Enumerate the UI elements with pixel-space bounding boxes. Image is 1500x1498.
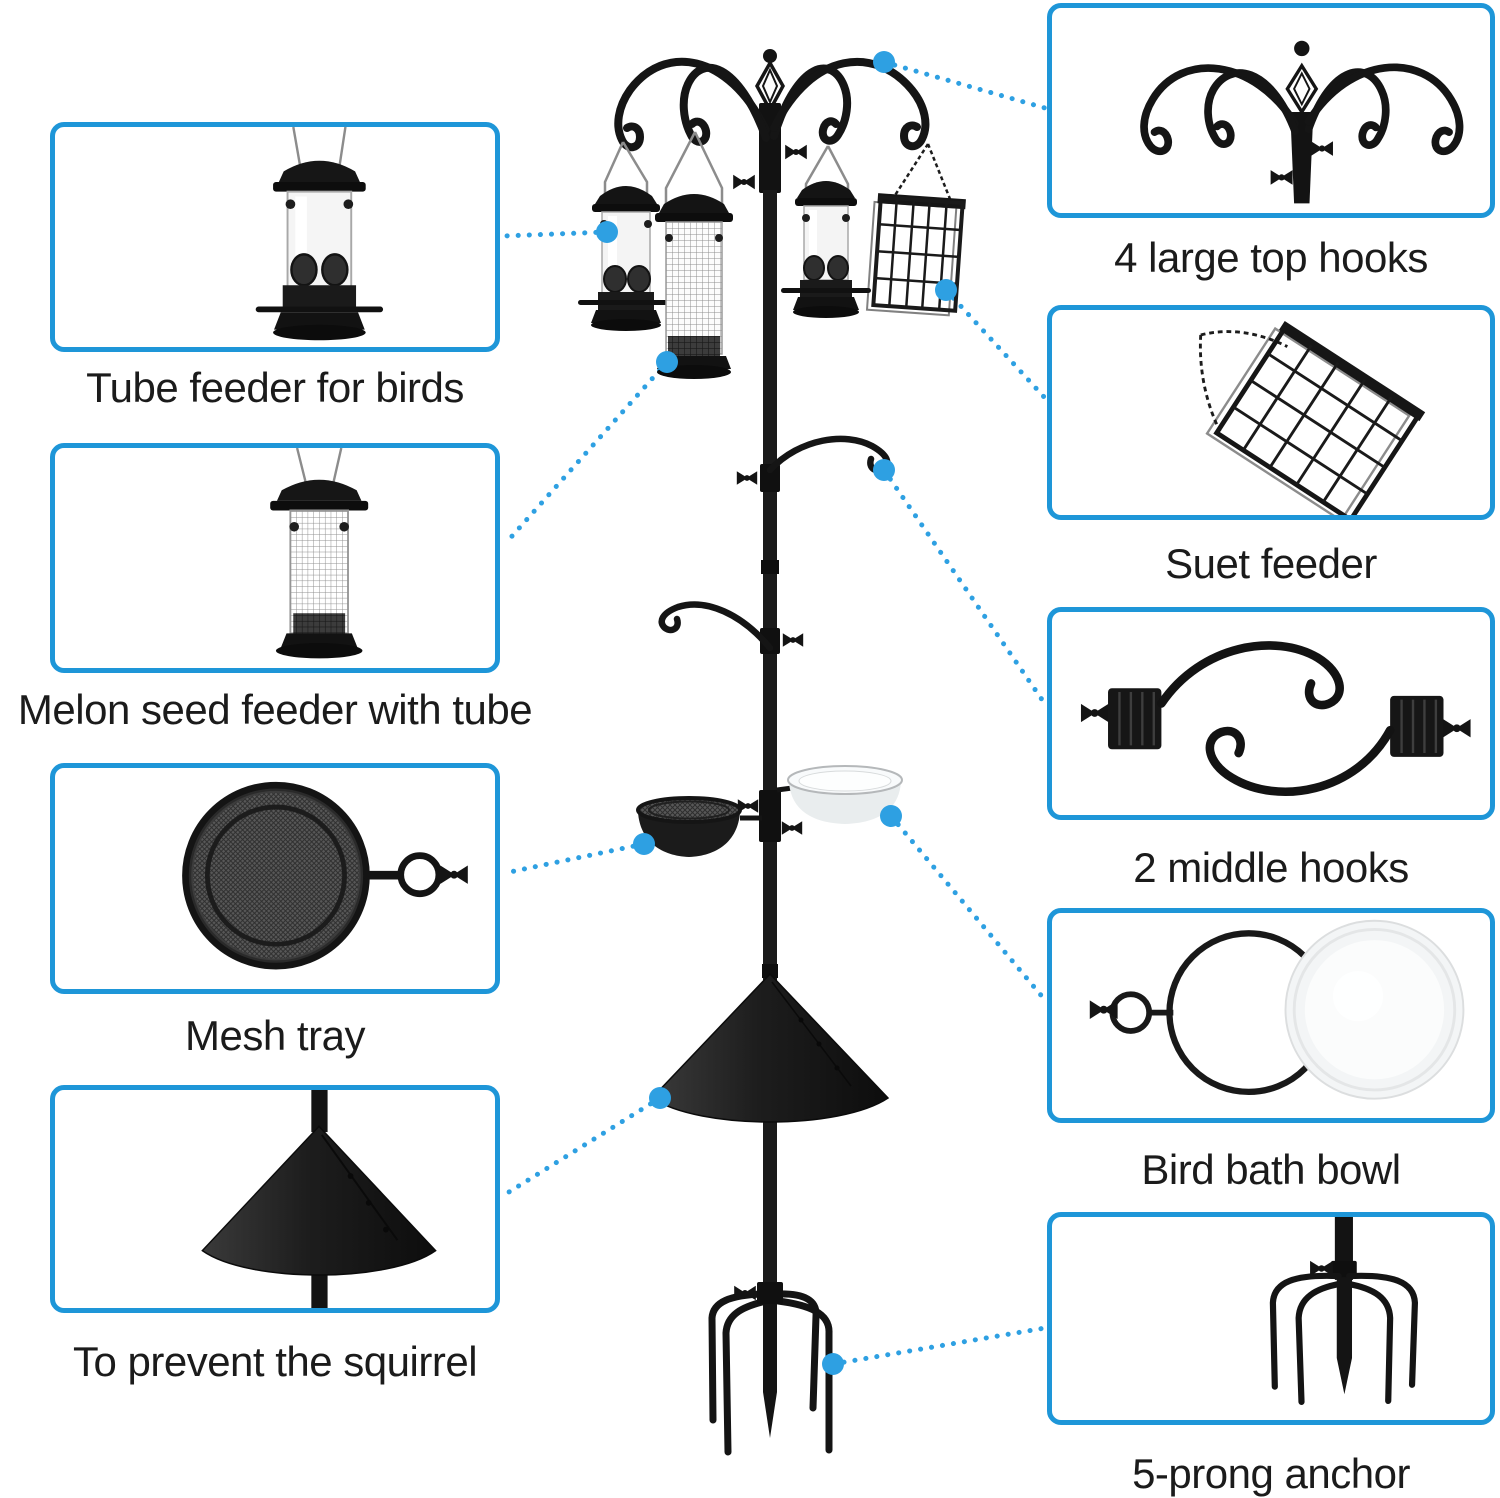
callout-box-melon-seed-feeder <box>50 443 500 673</box>
squirrel-baffle-illustration <box>201 1090 437 1308</box>
bird-bath-bowl-on-pole <box>776 765 903 824</box>
callout-label-melon-seed-feeder: Melon seed feeder with tube <box>17 686 533 733</box>
middle-hook-left <box>658 601 804 654</box>
callout-label-tube-feeder: Tube feeder for birds <box>86 364 464 411</box>
tube-feeder-illustration <box>255 127 384 341</box>
callout-label-mesh-tray: Mesh tray <box>185 1012 365 1059</box>
callout-box-five-prong-anchor <box>1047 1212 1495 1425</box>
callout-box-squirrel-baffle <box>50 1085 500 1313</box>
callout-label-suet-feeder: Suet feeder <box>1165 540 1377 587</box>
top-hooks-illustration <box>1140 40 1464 204</box>
squirrel-baffle-on-pole <box>650 964 890 1123</box>
tray-and-bath-clamp <box>737 790 803 842</box>
callout-label-bird-bath-bowl: Bird bath bowl <box>1141 1146 1401 1193</box>
callout-box-middle-hooks <box>1047 607 1495 820</box>
callout-label-top-hooks: 4 large top hooks <box>1114 234 1428 281</box>
five-prong-anchor-on-pole <box>708 1282 833 1456</box>
middle-hook-right <box>736 435 891 492</box>
suet-cage <box>865 143 966 317</box>
middle-hooks-illustration <box>1080 641 1471 797</box>
callout-box-mesh-tray <box>50 763 500 994</box>
top-hooks <box>614 57 930 152</box>
callout-label-squirrel-baffle: To prevent the squirrel <box>72 1338 478 1385</box>
callout-label-five-prong-anchor: 5-prong anchor <box>1132 1450 1410 1497</box>
callout-box-top-hooks <box>1047 3 1495 218</box>
callout-box-tube-feeder <box>50 122 500 352</box>
tube-feeder-right <box>781 181 871 318</box>
connector-dots <box>596 51 957 1375</box>
melon-seed-feeder-illustration <box>270 448 369 659</box>
five-prong-anchor-illustration <box>1269 1217 1419 1405</box>
mesh-tray-on-pole <box>636 796 762 857</box>
callout-label-middle-hooks: 2 middle hooks <box>1133 844 1409 891</box>
suet-chain <box>890 143 954 205</box>
callout-box-suet-feeder <box>1047 305 1495 520</box>
mesh-seed-feeder <box>655 194 733 379</box>
callout-box-bird-bath-bowl <box>1047 908 1495 1123</box>
connector-dotted-lines <box>500 59 1048 1367</box>
suet-feeder-illustration <box>1198 320 1426 515</box>
tube-feeder-left <box>578 186 674 331</box>
mesh-tray-illustration <box>182 781 468 970</box>
bird-bath-bowl-illustration <box>1089 919 1465 1100</box>
